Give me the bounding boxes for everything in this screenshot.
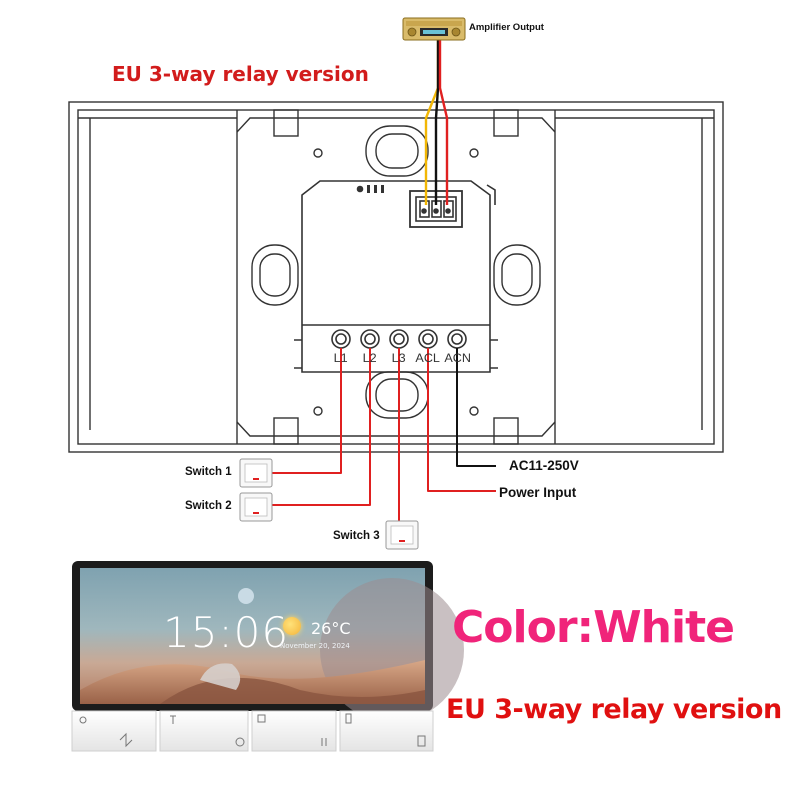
- amplifier-icon: [402, 17, 466, 41]
- panel-frame: [68, 101, 724, 453]
- amplifier-label: Amplifier Output: [469, 22, 544, 33]
- diagram-title: EU 3-way relay version: [112, 62, 369, 86]
- relay-module: [294, 180, 498, 373]
- terminal-label: L1: [333, 351, 348, 365]
- sun-icon: [283, 617, 301, 635]
- voltage-label: AC11-250V: [509, 458, 579, 473]
- color-label: Color:White: [452, 602, 735, 653]
- switch-icons: [239, 458, 419, 550]
- switch-1-icon: [239, 458, 273, 488]
- device-clock: 15:06: [163, 608, 290, 657]
- terminal-label: L2: [362, 351, 377, 365]
- switch-3-label: Switch 3: [333, 530, 380, 542]
- switch-2-label: Switch 2: [185, 500, 232, 512]
- terminal-label: ACN: [444, 351, 471, 365]
- bottom-title: EU 3-way relay version: [446, 694, 782, 725]
- switch-3-icon: [385, 520, 419, 550]
- terminals: [331, 329, 467, 349]
- terminal-label: ACL: [415, 351, 440, 365]
- switch-2-icon: [239, 492, 273, 522]
- device-photo: [71, 561, 464, 752]
- power-input-label: Power Input: [499, 485, 577, 500]
- device-temperature: 26°C: [311, 619, 351, 638]
- switch-1-label: Switch 1: [185, 466, 232, 478]
- mounting-holes: [251, 125, 541, 419]
- amplifier-wires: [424, 40, 449, 205]
- device-date: November 20, 2024: [280, 642, 350, 650]
- switch-wires: [272, 348, 496, 532]
- terminal-label: L3: [391, 351, 406, 365]
